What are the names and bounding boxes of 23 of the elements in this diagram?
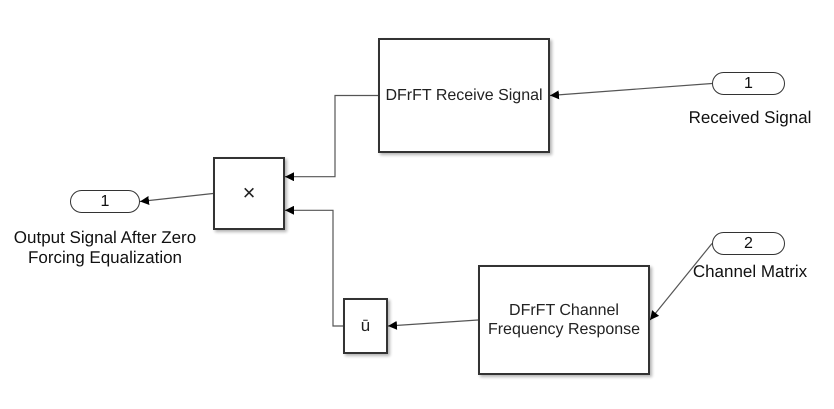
block-label: × <box>242 180 256 207</box>
port-caption: Received Signal <box>688 108 812 128</box>
block-label: DFrFT Channel Frequency Response <box>486 300 642 340</box>
block-label: 1 <box>100 192 110 210</box>
arrow <box>285 94 378 182</box>
arrow <box>650 243 712 320</box>
block-label: DFrFT Receive Signal <box>385 86 543 106</box>
arrow <box>388 319 478 330</box>
port-pill <box>70 190 140 213</box>
port-caption: Output Signal After Zero Forcing Equalization <box>12 228 198 269</box>
port-pill <box>712 72 785 95</box>
arrow <box>140 192 214 205</box>
function-block <box>478 265 650 375</box>
block-label: ū <box>360 316 370 336</box>
port-caption: Channel Matrix <box>692 262 808 282</box>
arrow <box>285 206 343 327</box>
block-label: 1 <box>744 74 753 92</box>
function-block <box>378 38 550 153</box>
function-block <box>213 157 285 230</box>
function-block <box>343 298 388 354</box>
arrow <box>550 82 712 100</box>
block-label: 2 <box>744 234 753 252</box>
port-pill <box>712 232 785 255</box>
